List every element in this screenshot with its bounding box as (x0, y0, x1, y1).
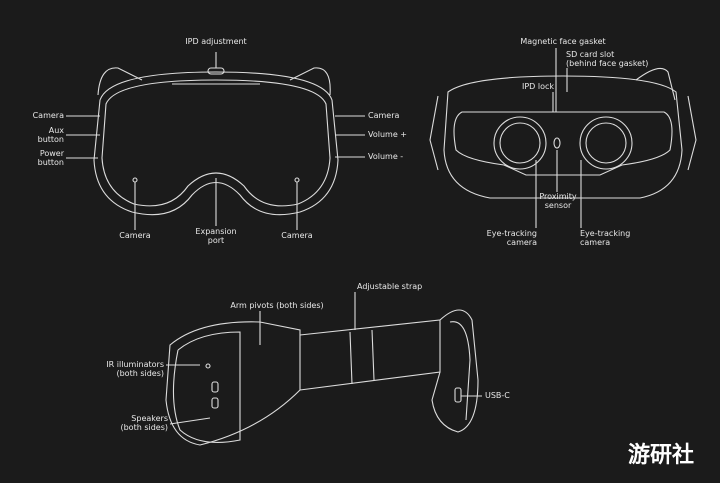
label-speakers: Speakers (both sides) (120, 414, 168, 432)
label-magnetic-face-gasket: Magnetic face gasket (520, 37, 606, 46)
label-camera-bottom-left: Camera (119, 231, 151, 240)
label-ipd-lock: IPD lock (521, 82, 555, 91)
label-eye-tracking-right: Eye-tracking camera (580, 229, 631, 247)
label-arm-pivots: Arm pivots (both sides) (230, 301, 324, 310)
side-view-drawing (165, 292, 482, 446)
label-volume-down: Volume - (368, 152, 404, 161)
label-sd-card-slot: SD card slot (behind face gasket) (566, 50, 649, 68)
label-camera-right: Camera (368, 111, 400, 120)
label-camera-left: Camera (32, 111, 64, 120)
label-ipd-adjustment: IPD adjustment (185, 37, 247, 46)
label-expansion-port: Expansion port (195, 227, 237, 245)
label-power-button: Power button (37, 149, 64, 167)
label-aux-button: Aux button (37, 126, 64, 144)
label-usb-c: USB-C (485, 391, 510, 400)
label-ir-illuminators: IR illuminators (both sides) (106, 360, 164, 378)
label-proximity-sensor: Proximity sensor (539, 192, 577, 210)
label-volume-up: Volume + (368, 130, 407, 139)
label-camera-bottom-right: Camera (281, 231, 313, 240)
front-view-drawing (66, 52, 365, 230)
rear-view-drawing (429, 48, 697, 228)
label-adjustable-strap: Adjustable strap (357, 282, 423, 291)
watermark: 游研社 (628, 443, 695, 468)
label-eye-tracking-left: Eye-tracking camera (486, 229, 537, 247)
